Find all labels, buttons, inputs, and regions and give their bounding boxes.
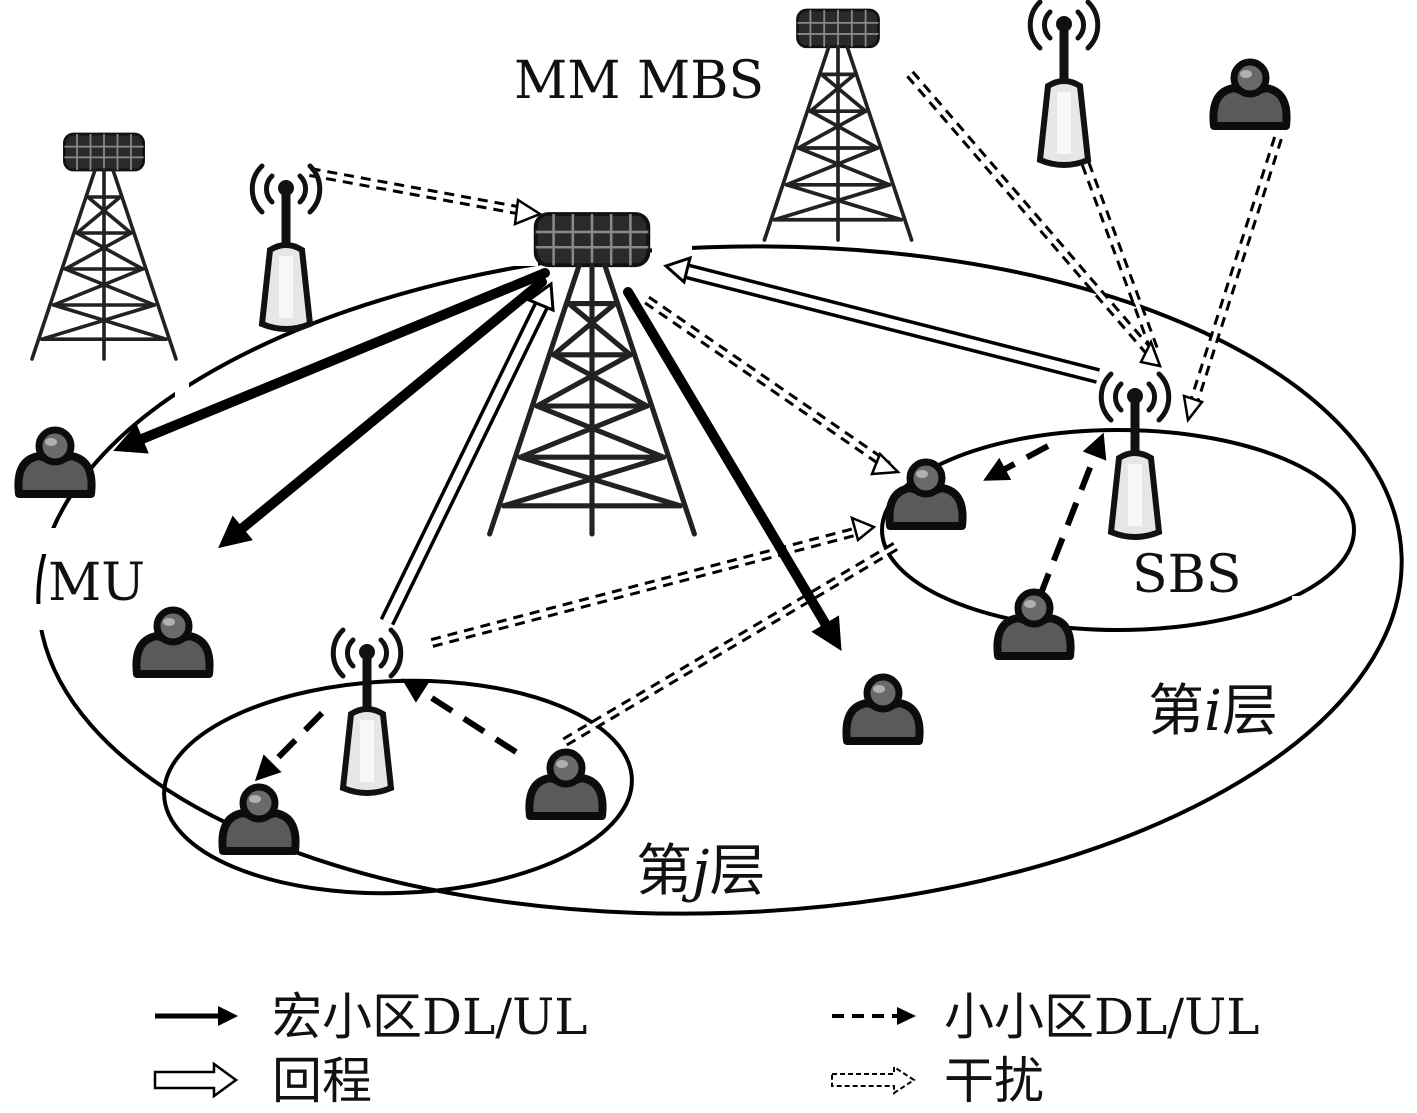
- tier-i-label: 第i层: [1148, 679, 1278, 744]
- legend-interference-label: 干扰: [944, 1052, 1044, 1110]
- legend-interference-swatch: [831, 1065, 916, 1095]
- sbs-cell-ellipse: [880, 428, 1356, 632]
- legend: 宏小区DL/UL 小小区DL/UL 回程 干扰: [153, 988, 1259, 1110]
- user-icon: [889, 462, 962, 526]
- macro-tower-icon: [30, 132, 178, 361]
- small-cell-links: [254, 432, 1107, 782]
- small-cell-antenna-icon: [252, 166, 320, 329]
- sbs-label: SBS: [1132, 545, 1241, 605]
- macro-tower-icon: [762, 8, 914, 242]
- mm-mbs-label: MM MBS: [514, 51, 764, 111]
- small-cell-antenna-icon: [333, 630, 401, 793]
- backhaul-arrows: [379, 255, 1100, 626]
- user-icon: [846, 677, 919, 741]
- mu-label: MU: [48, 553, 145, 613]
- tier-i-ellipse: [36, 244, 1404, 916]
- tier-j-label: 第j层: [636, 839, 765, 904]
- legend-backhaul-label: 回程: [272, 1052, 372, 1110]
- user-icon: [1213, 62, 1286, 126]
- user-icon: [18, 430, 91, 494]
- small-cell-antenna-icon: [1101, 374, 1169, 537]
- legend-macro-link-label: 宏小区DL/UL: [272, 988, 587, 1046]
- legend-small-link-swatch: [832, 1007, 916, 1025]
- user-icon: [529, 752, 602, 816]
- macro-links: [113, 268, 842, 652]
- user-icon: [136, 610, 209, 674]
- legend-backhaul-swatch: [153, 1061, 239, 1099]
- tier-j-ellipse: [162, 678, 634, 896]
- legend-macro-link-swatch: [155, 1006, 238, 1026]
- interference-arrows: [309, 70, 1283, 747]
- user-icon: [997, 592, 1070, 656]
- user-icon: [222, 787, 295, 851]
- legend-small-link-label: 小小区DL/UL: [944, 988, 1259, 1046]
- small-cell-antenna-icon: [1030, 2, 1098, 165]
